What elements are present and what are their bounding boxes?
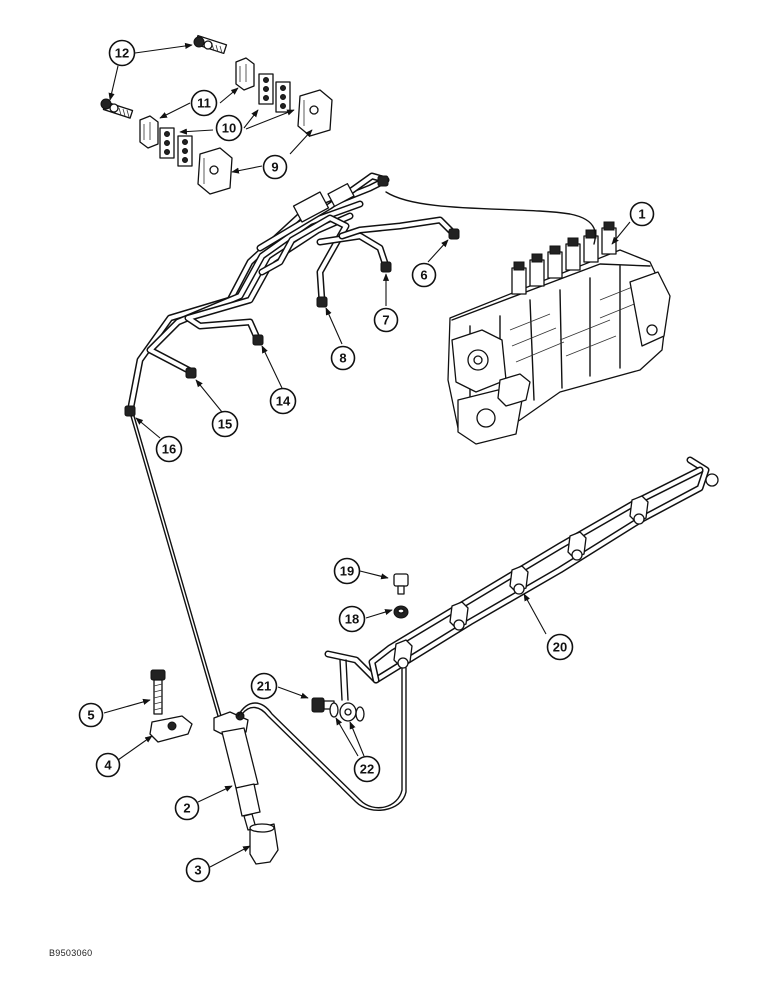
grommet-10-b [275, 81, 291, 113]
callout-11: 11 [190, 89, 218, 117]
grommet-10-d [177, 135, 193, 167]
grommet-10-c [159, 127, 175, 159]
callout-7: 7 [373, 307, 399, 333]
callout-16: 16 [155, 435, 183, 463]
grommet-10-a [258, 73, 274, 105]
callout-3: 3 [185, 857, 211, 883]
svg-text:5: 5 [87, 708, 94, 723]
injector-sleeve [249, 823, 279, 865]
injector-line [130, 415, 219, 717]
callout-4: 4 [95, 752, 121, 778]
svg-text:20: 20 [553, 640, 567, 655]
clamp-11-upper [235, 57, 255, 91]
svg-text:18: 18 [345, 612, 359, 627]
callout-18: 18 [338, 605, 366, 633]
leader-lines [103, 42, 631, 868]
fuel-line-bundle [124, 172, 597, 417]
svg-text:14: 14 [276, 394, 291, 409]
return-line-washer [393, 605, 409, 619]
sealing-washers [329, 702, 365, 722]
fuel-injector [213, 711, 261, 831]
svg-text:12: 12 [115, 46, 129, 61]
bolt-12-lower [100, 98, 134, 119]
callout-20: 20 [546, 633, 574, 661]
callout-21: 21 [250, 672, 278, 700]
svg-text:6: 6 [420, 268, 427, 283]
bolt-12-upper [193, 34, 228, 55]
clamp-hardware-group [100, 34, 333, 195]
callout-14: 14 [269, 387, 297, 415]
callout-8: 8 [330, 345, 356, 371]
injector-bolt [150, 669, 166, 715]
return-line-bolt [393, 573, 409, 595]
callout-1: 1 [629, 201, 655, 227]
callout-6: 6 [411, 262, 437, 288]
figure-reference: B9503060 [49, 948, 93, 958]
callout-10: 10 [215, 114, 243, 142]
clamp-11-lower [139, 115, 159, 149]
injector-clamp [149, 715, 193, 743]
svg-text:22: 22 [360, 762, 374, 777]
svg-text:8: 8 [339, 351, 346, 366]
svg-text:19: 19 [340, 564, 354, 579]
callout-2: 2 [174, 795, 200, 821]
svg-text:7: 7 [382, 313, 389, 328]
svg-text:11: 11 [197, 96, 211, 111]
svg-text:15: 15 [218, 417, 232, 432]
leak-off-return-line [237, 456, 719, 811]
svg-text:9: 9 [271, 160, 278, 175]
svg-text:10: 10 [222, 121, 236, 136]
svg-text:2: 2 [183, 801, 190, 816]
callout-19: 19 [333, 557, 361, 585]
callout-22: 22 [353, 755, 381, 783]
svg-text:21: 21 [257, 679, 271, 694]
svg-text:1: 1 [638, 207, 645, 222]
callout-9: 9 [262, 154, 288, 180]
svg-text:3: 3 [194, 863, 201, 878]
banjo-fittings [393, 473, 719, 669]
svg-text:16: 16 [162, 442, 176, 457]
svg-text:4: 4 [104, 758, 112, 773]
callout-5: 5 [78, 702, 104, 728]
callout-15: 15 [211, 410, 239, 438]
injection-pump [447, 221, 671, 445]
callout-12: 12 [108, 39, 136, 67]
